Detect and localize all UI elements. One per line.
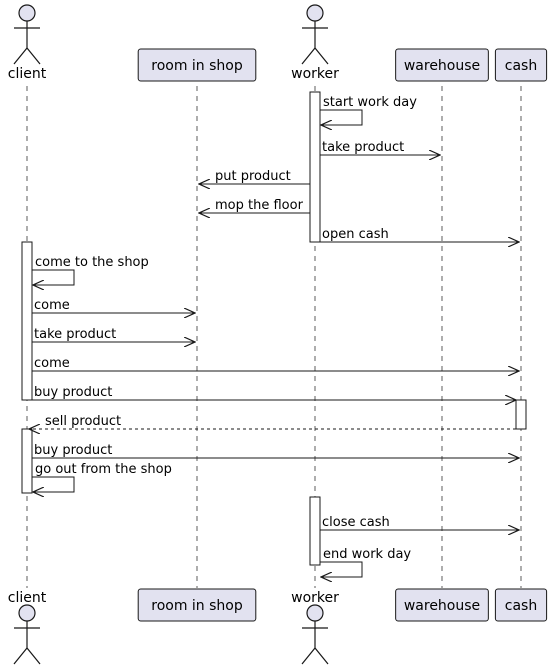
activation-bar-client [21, 428, 33, 494]
message-label: take product [34, 327, 116, 342]
participant-box-cash [494, 48, 548, 82]
participant-label-room: room in shop [151, 58, 243, 74]
participant-label-client: client [8, 66, 47, 82]
participant-label-worker: worker [291, 66, 339, 82]
message-label: buy product [34, 385, 112, 400]
messages: start work day take product put product mop… [29, 95, 519, 577]
participant-box-cash [494, 588, 548, 622]
message-label: buy product [34, 443, 112, 458]
participant-box-room [137, 48, 257, 82]
message-7: take product [32, 327, 195, 342]
participant-label-warehouse: warehouse [404, 58, 480, 74]
participant-label-cash: cash [505, 598, 537, 614]
message-14: end work day [320, 547, 411, 577]
activation-bar-worker [309, 496, 321, 566]
actor-worker-top [301, 4, 329, 65]
participant-label-client: client [8, 590, 47, 606]
message-4: open cash [320, 227, 519, 242]
message-label: close cash [322, 515, 390, 530]
participant-label-room: room in shop [151, 598, 243, 614]
message-label: come to the shop [35, 255, 149, 270]
message-10: sell product [29, 414, 516, 429]
participant-box-warehouse [395, 48, 489, 82]
message-0: start work day [320, 95, 417, 125]
message-label: go out from the shop [35, 462, 172, 477]
activation-bar-cash [515, 399, 527, 430]
message-label: come [34, 356, 70, 371]
message-1: take product [320, 140, 440, 155]
activation-bar-worker [309, 91, 321, 243]
message-9: buy product [32, 385, 516, 400]
message-label: mop the floor [215, 198, 304, 213]
message-label: sell product [45, 414, 121, 429]
message-5: come to the shop [32, 255, 149, 285]
participant-box-room [137, 588, 257, 622]
participants: client client room in shop room in shop work… [8, 4, 548, 665]
message-3: mop the floor [199, 198, 310, 213]
message-2: put product [199, 169, 310, 184]
message-11: buy product [32, 443, 519, 458]
participant-box-warehouse [395, 588, 489, 622]
message-label: take product [322, 140, 404, 155]
message-label: end work day [323, 547, 411, 562]
participant-label-warehouse: warehouse [404, 598, 480, 614]
message-label: put product [215, 169, 291, 184]
message-label: open cash [322, 227, 389, 242]
participant-label-cash: cash [505, 58, 537, 74]
message-label: start work day [323, 95, 417, 110]
message-12: go out from the shop [32, 462, 172, 492]
activation-bars [21, 91, 527, 566]
activation-bar-client [21, 241, 33, 401]
message-8: come [32, 356, 519, 371]
participant-label-worker: worker [291, 590, 339, 606]
actor-client-bottom [13, 604, 41, 665]
actor-worker-bottom [301, 604, 329, 665]
message-13: close cash [320, 515, 519, 530]
message-6: come [32, 298, 195, 313]
actor-client-top [13, 4, 41, 65]
message-label: come [34, 298, 70, 313]
